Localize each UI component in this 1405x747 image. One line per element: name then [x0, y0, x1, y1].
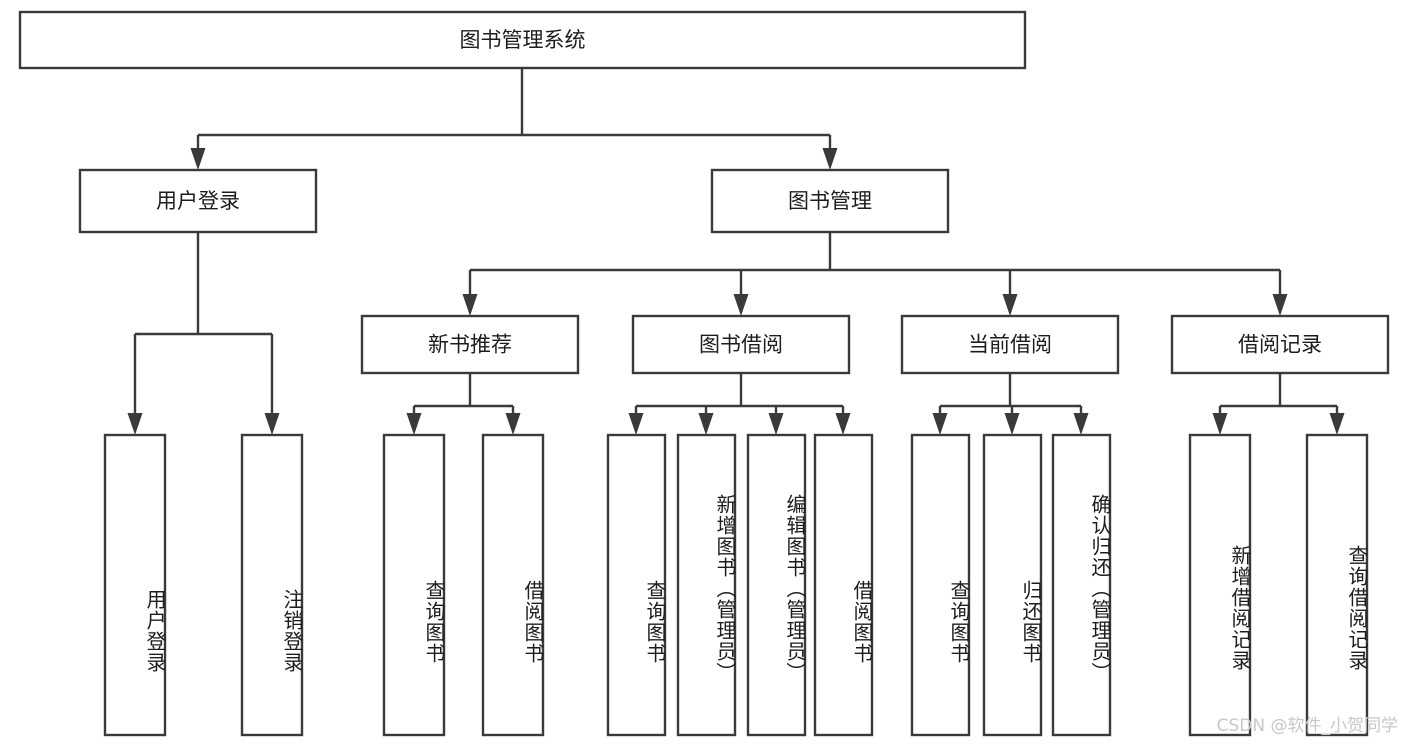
node-user-login[interactable] [78, 168, 318, 234]
leafgroup-1-arrow-3-head [835, 413, 851, 435]
leafgroup-2-arrow-0-head [932, 413, 948, 435]
leafgroup-2-arrow-2-head [1073, 413, 1089, 435]
node-rect-root [18, 10, 1027, 70]
leaf-leaf-query-book-cur[interactable] [910, 433, 971, 737]
node-rect-leaf-edit-book-admin [746, 433, 807, 737]
node-book-manage[interactable] [710, 168, 950, 234]
leafgroup-0-arrow-0-head [406, 413, 422, 435]
leafgroup-3-arrow-0-head [1212, 413, 1228, 435]
connector-layer [127, 68, 1345, 435]
node-rect-borrow-record [1170, 314, 1390, 375]
user-login-leaf-arrow-0-head [127, 413, 143, 435]
leaf-leaf-query-book-rec[interactable] [382, 433, 446, 737]
leafgroup-0-arrow-1-head [505, 413, 521, 435]
node-rect-leaf-user-login [103, 433, 167, 737]
node-rect-leaf-borrow-book [813, 433, 874, 737]
leaf-leaf-query-borrow-record[interactable] [1305, 433, 1369, 737]
level3-arrow-3-head [1272, 294, 1288, 316]
node-rect-leaf-confirm-return-admin [1051, 433, 1112, 737]
level3-arrow-2-head [1002, 294, 1018, 316]
node-rect-leaf-query-borrow-record [1305, 433, 1369, 737]
leaf-leaf-logout[interactable] [240, 433, 304, 737]
node-rect-current-borrow [900, 314, 1120, 375]
leaf-leaf-edit-book-admin[interactable] [746, 433, 807, 737]
node-label-user-login: 用户登录 [156, 189, 240, 213]
node-current-borrow[interactable] [900, 314, 1120, 375]
leaf-leaf-query-book-borrow[interactable] [606, 433, 667, 737]
node-label-current-borrow: 当前借阅 [968, 333, 1052, 357]
node-rect-new-book-rec [360, 314, 580, 375]
leaf-leaf-add-borrow-record[interactable] [1188, 433, 1252, 737]
node-rect-leaf-query-book-rec [382, 433, 446, 737]
leaf-leaf-borrow-book-rec[interactable] [481, 433, 545, 737]
node-rect-leaf-return-book [982, 433, 1043, 737]
node-rect-leaf-add-borrow-record [1188, 433, 1252, 737]
node-rect-leaf-borrow-book-rec [481, 433, 545, 737]
node-label-root: 图书管理系统 [460, 28, 586, 52]
node-book-borrow[interactable] [631, 314, 851, 375]
leaf-leaf-confirm-return-admin[interactable] [1051, 433, 1112, 737]
leafgroup-2-arrow-1-head [1004, 413, 1020, 435]
node-label-borrow-record: 借阅记录 [1238, 333, 1322, 357]
level3-arrow-1-head [733, 294, 749, 316]
level2-arrow-0-head [190, 148, 206, 170]
leaf-leaf-borrow-book[interactable] [813, 433, 874, 737]
node-label-book-borrow: 图书借阅 [699, 333, 783, 357]
node-root[interactable] [18, 10, 1027, 70]
csdn-watermark: CSDN @软件_小贺同学 [1217, 716, 1398, 736]
user-login-leaf-arrow-1-head [264, 413, 280, 435]
leafgroup-1-arrow-2-head [768, 413, 784, 435]
leafgroup-3-arrow-1-head [1329, 413, 1345, 435]
node-rect-leaf-query-book-borrow [606, 433, 667, 737]
level3-arrow-0-head [462, 294, 478, 316]
node-rect-book-manage [710, 168, 950, 234]
leafgroup-1-arrow-0-head [628, 413, 644, 435]
node-rect-leaf-add-book-admin [676, 433, 737, 737]
node-rect-leaf-query-book-cur [910, 433, 971, 737]
node-label-new-book-rec: 新书推荐 [428, 333, 512, 357]
node-rect-leaf-logout [240, 433, 304, 737]
node-rect-user-login [78, 168, 318, 234]
level2-arrow-1-head [822, 148, 838, 170]
node-box-layer [18, 10, 1390, 737]
leaf-leaf-return-book[interactable] [982, 433, 1043, 737]
leaf-leaf-user-login[interactable] [103, 433, 167, 737]
node-rect-book-borrow [631, 314, 851, 375]
node-new-book-rec[interactable] [360, 314, 580, 375]
node-label-book-manage: 图书管理 [788, 189, 872, 213]
leaf-leaf-add-book-admin[interactable] [676, 433, 737, 737]
leafgroup-1-arrow-1-head [698, 413, 714, 435]
node-borrow-record[interactable] [1170, 314, 1390, 375]
